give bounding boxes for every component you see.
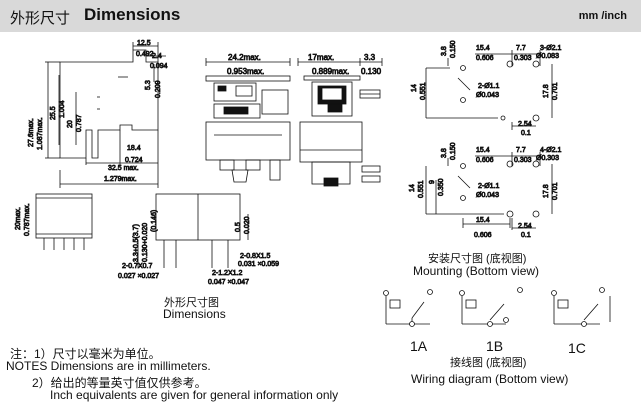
mount1-3-d2-1: 3-Ø2.1 xyxy=(540,45,562,52)
dim-0-130-tol: 0.130+0.020 xyxy=(142,223,149,262)
mount1-0-150: 0.150 xyxy=(450,40,457,58)
mount1-0-606: 0.606 xyxy=(476,55,494,62)
dim-2-0-8x1-5: 2-0.8X1.5 xyxy=(240,253,270,260)
mount2-9: 9 xyxy=(429,180,436,184)
dim-0-5: 0.5 xyxy=(235,222,242,232)
mount2-15-4b: 15.4 xyxy=(476,217,490,224)
dim-18-4: 18.4 xyxy=(127,145,141,152)
dim-0-787: 0.787 xyxy=(76,114,83,132)
wiring-caption-cn: 接线图 (底视图) xyxy=(450,357,527,369)
pin-view xyxy=(137,193,249,268)
mount1-0-303: 0.303 xyxy=(514,55,532,62)
dim-0-146: (0.146) xyxy=(151,210,158,232)
mount1-17-8: 17.8 xyxy=(543,84,550,98)
dim-2-1-2x1-2: 2-1.2X1.2 xyxy=(212,270,242,277)
mount2-0-551: 0.551 xyxy=(418,180,425,198)
mount2-4-d2-1: 4-Ø2.1 xyxy=(540,147,562,154)
dim-0-047: 0.047 ×0.047 xyxy=(208,279,249,286)
mount1-7-7: 7.7 xyxy=(516,45,526,52)
dim-1-087max: 1.087max. xyxy=(37,117,44,150)
dim-0-130: 0.130 xyxy=(361,67,382,76)
dim-2-0-7x0-7: 2-0.7X0.7 xyxy=(122,263,152,270)
mount2-7-7: 7.7 xyxy=(516,147,526,154)
dim-17max: 17max. xyxy=(308,53,334,62)
dim-5-3: 5.3 xyxy=(145,80,152,90)
side-view xyxy=(297,58,383,187)
dim-1-279max: 1.279max. xyxy=(104,176,137,183)
dim-0-031: 0.031 ×0.059 xyxy=(238,261,279,268)
mount1-0-083: Ø0.083 xyxy=(536,53,559,60)
wiring-1a xyxy=(383,289,433,327)
dim-0-094: 0.094 xyxy=(150,63,168,70)
dim-24-2max: 24.2max. xyxy=(228,53,261,62)
mount2-2-d1-1: 2-Ø1.1 xyxy=(478,183,500,190)
mount2-14: 14 xyxy=(409,184,416,192)
mounting-diagram-2 xyxy=(425,152,553,230)
mount2-0-1: 0.1 xyxy=(521,232,531,239)
title-en: Dimensions xyxy=(84,5,181,24)
mount2-0-043: Ø0.043 xyxy=(476,192,499,199)
mounting-caption-cn: 安装尺寸图 (底视图) xyxy=(428,253,527,265)
header-bar: 外形尺寸 Dimensions mm /inch xyxy=(0,0,641,32)
mount2-0-303: 0.303 xyxy=(514,157,532,164)
note-2-cn: 2）给出的等量英寸值仅供参考。 xyxy=(32,376,207,390)
mount2-0-350: 0.350 xyxy=(438,178,445,196)
dim-0-027: 0.027 ×0.027 xyxy=(118,273,159,280)
dimensions-caption-cn: 外形尺寸图 xyxy=(164,297,219,309)
wiring-caption-en: Wiring diagram (Bottom view) xyxy=(411,372,569,386)
dim-0-492: 0.492 xyxy=(136,51,154,58)
dim-0-020: 0.020 xyxy=(244,216,251,234)
mount2-17-8: 17.8 xyxy=(543,184,550,198)
mount2-2-54: 2.54 xyxy=(518,223,532,230)
small-top-view xyxy=(35,193,93,250)
mounting-diagram-1 xyxy=(425,50,553,130)
front-view xyxy=(205,58,291,183)
wiring-label-1c: 1C xyxy=(568,340,586,356)
mount1-14: 14 xyxy=(411,84,418,92)
note-1-cn: 注：1）尺寸以毫米为单位。 xyxy=(10,347,161,361)
mount1-0-043: Ø0.043 xyxy=(476,92,499,99)
dim-20max: 20max. xyxy=(15,207,22,230)
dim-12-5: 12.5 xyxy=(137,40,151,47)
note-2-en: Inch equivalents are given for general i… xyxy=(50,388,339,402)
mounting-caption-en: Mounting (Bottom view) xyxy=(413,264,540,278)
dim-0-953max: 0.953max. xyxy=(227,67,264,76)
wiring-1b xyxy=(459,287,523,327)
mount2-0-150: 0.150 xyxy=(450,142,457,160)
mount1-0-701: 0.701 xyxy=(552,82,559,100)
mount2-0-606: 0.606 xyxy=(476,157,494,164)
dim-2-4: 2.4 xyxy=(152,53,162,60)
side-outline-view xyxy=(45,42,166,188)
dim-0-209: 0.209 xyxy=(155,80,162,98)
mount2-3-8: 3.8 xyxy=(441,148,448,158)
wiring-1c xyxy=(551,287,611,327)
wiring-label-1b: 1B xyxy=(486,338,504,354)
mount1-0-551: 0.551 xyxy=(420,82,427,100)
dim-32-5max: 32.5 max. xyxy=(108,165,139,172)
mount1-0-1: 0.1 xyxy=(521,130,531,137)
note-1-en: NOTES Dimensions are in millimeters. xyxy=(6,359,211,373)
wiring-label-1a: 1A xyxy=(410,338,428,354)
dimensions-caption-en: Dimensions xyxy=(163,307,226,321)
dim-1-004: 1.004 xyxy=(59,100,66,118)
dim-20: 20 xyxy=(67,120,74,128)
dim-3-3: 3.3 xyxy=(364,53,376,62)
dim-25-5: 25.5 xyxy=(50,106,57,120)
dim-3-3-tol: 3.3+0.5(3.7) xyxy=(133,224,140,262)
dim-0-724: 0.724 xyxy=(125,157,143,164)
mount2-0-606b: 0.606 xyxy=(474,232,492,239)
dim-27-6max: 27.6max. xyxy=(28,118,35,147)
unit-label: mm /inch xyxy=(578,10,627,22)
mount1-15-4: 15.4 xyxy=(476,45,490,52)
mount2-0-303d: Ø0.303 xyxy=(536,155,559,162)
mount2-15-4: 15.4 xyxy=(476,147,490,154)
dim-0-787max: 0.787max. xyxy=(24,203,31,236)
mount1-3-8: 3.8 xyxy=(441,46,448,56)
title-cn: 外形尺寸 xyxy=(10,10,71,27)
mount1-2-54: 2.54 xyxy=(518,121,532,128)
dim-0-889max: 0.889max. xyxy=(312,67,349,76)
mount1-2-d1-1: 2-Ø1.1 xyxy=(478,83,500,90)
mount2-0-701: 0.701 xyxy=(552,182,559,200)
